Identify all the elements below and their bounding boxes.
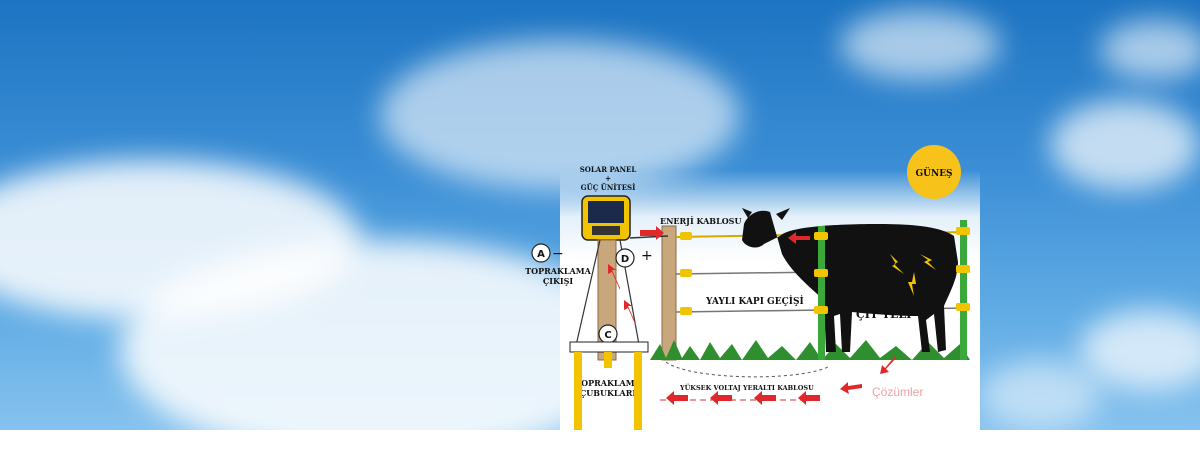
cloud bbox=[840, 10, 1000, 80]
spring-gate-label: YAYLI KAPI GEÇİŞİ bbox=[705, 294, 804, 307]
green-fence-post bbox=[818, 226, 825, 360]
cloud bbox=[1080, 310, 1200, 390]
cloud bbox=[380, 40, 740, 190]
fence-diagram: GÜNEŞ SOLAR PANEL + GÜÇ ÜNİTESİ bbox=[525, 145, 970, 430]
fence-wire-label: ÇİT TELİ bbox=[856, 307, 911, 321]
watermark-text: Çözümler bbox=[872, 385, 923, 399]
cow-silhouette-icon bbox=[742, 208, 958, 352]
wooden-fence-post bbox=[661, 225, 677, 361]
solar-panel-label: SOLAR PANEL bbox=[580, 165, 637, 174]
minus-sign: − bbox=[552, 246, 564, 262]
cloud bbox=[1100, 20, 1200, 80]
green-fence-post bbox=[960, 220, 967, 360]
grounding-output-label-2: ÇIKIŞI bbox=[543, 276, 574, 286]
energy-cable bbox=[629, 235, 669, 239]
ground-wire bbox=[574, 239, 601, 351]
sun-icon bbox=[907, 145, 961, 199]
svg-text:A: A bbox=[537, 249, 545, 260]
sun-label: GÜNEŞ bbox=[915, 166, 952, 179]
arrow-icon bbox=[608, 226, 896, 405]
grounding-rods-label: TOPRAKLAMA bbox=[575, 378, 641, 388]
solar-plus-label: + bbox=[605, 174, 611, 183]
lightning-icon bbox=[890, 254, 904, 274]
marker-c: C bbox=[598, 324, 618, 344]
marker-a: A bbox=[531, 243, 551, 263]
insulator-icon bbox=[680, 227, 970, 315]
energy-cable-label: ENERJİ KABLOSU bbox=[660, 216, 741, 226]
underground-cable bbox=[665, 361, 831, 378]
plus-sign: + bbox=[641, 248, 653, 264]
svg-text:C: C bbox=[604, 330, 611, 341]
svg-text:D: D bbox=[621, 254, 629, 265]
lightning-icon bbox=[908, 272, 916, 296]
hv-cable-label: YÜKSEK VOLTAJ YERALTI KABLOSU bbox=[679, 383, 814, 392]
grounding-output-label: TOPRAKLAMA bbox=[525, 266, 591, 276]
cloud bbox=[120, 240, 640, 460]
cloud bbox=[980, 360, 1100, 430]
grounding-rods-icon bbox=[569, 341, 649, 430]
energizer-icon bbox=[581, 195, 631, 241]
lightning-icon bbox=[920, 254, 936, 270]
grass bbox=[650, 340, 970, 360]
grounding-rods-label-2: ÇUBUKLARI bbox=[580, 388, 637, 398]
power-unit-label: GÜÇ ÜNİTESİ bbox=[581, 183, 636, 192]
cloud bbox=[1050, 100, 1200, 190]
marker-d: D bbox=[615, 248, 635, 268]
